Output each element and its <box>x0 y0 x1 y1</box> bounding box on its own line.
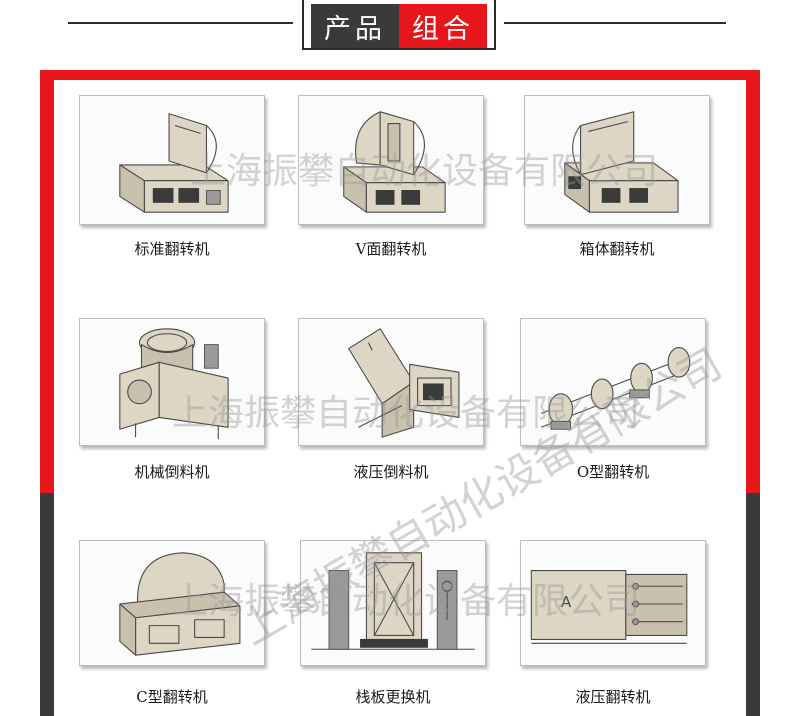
product-v-face-flipper[interactable]: V面翻转机 <box>298 95 484 270</box>
product-label[interactable]: 液压翻转机 <box>575 688 651 706</box>
product-image[interactable]: A <box>520 540 706 666</box>
hydraulic-flipper-drawing <box>530 569 688 644</box>
product-label[interactable]: C型翻转机 <box>136 688 208 706</box>
product-label[interactable]: 栈板更换机 <box>355 688 431 706</box>
product-image[interactable] <box>520 318 706 446</box>
product-standard-flipper[interactable]: 标准翻转机 <box>79 95 265 270</box>
product-pallet-changer[interactable]: 栈板更换机 <box>300 540 486 716</box>
plate-mark: A <box>561 593 572 611</box>
product-o-type-flipper[interactable]: O型翻转机 <box>520 318 706 493</box>
product-label[interactable]: 机械倒料机 <box>134 463 210 481</box>
product-label[interactable]: 标准翻转机 <box>134 240 210 258</box>
product-label[interactable]: 液压倒料机 <box>353 463 429 481</box>
pallet-changer-drawing <box>311 552 475 650</box>
product-c-type-flipper[interactable]: C型翻转机 <box>79 540 265 716</box>
v-face-flipper-drawing <box>343 111 446 213</box>
mechanical-dumper-drawing <box>119 328 229 440</box>
product-image[interactable] <box>300 540 486 666</box>
product-label[interactable]: 箱体翻转机 <box>579 240 655 258</box>
title-line-left <box>68 22 293 24</box>
product-label[interactable]: V面翻转机 <box>355 240 427 258</box>
product-image[interactable] <box>79 540 265 666</box>
title-line-right <box>504 22 726 24</box>
box-flipper-drawing <box>564 111 679 213</box>
product-image[interactable] <box>298 95 484 225</box>
frame-top-border <box>40 70 760 80</box>
section-title-part2: 组合 <box>399 4 487 48</box>
section-title: 产品 组合 <box>311 4 487 48</box>
frame-right-border <box>746 70 760 716</box>
hydraulic-dumper-drawing <box>348 328 460 438</box>
title-frame <box>302 0 496 50</box>
frame-left-border <box>40 70 54 716</box>
section-title-part1: 产品 <box>311 4 399 48</box>
standard-flipper-drawing <box>119 113 229 213</box>
product-image[interactable] <box>524 95 710 225</box>
product-hydraulic-flipper[interactable]: A 液压翻转机 <box>520 540 706 716</box>
product-hydraulic-dumper[interactable]: 液压倒料机 <box>298 318 484 493</box>
product-image[interactable] <box>298 318 484 446</box>
product-box-flipper[interactable]: 箱体翻转机 <box>524 95 710 270</box>
o-type-flipper-drawing <box>540 347 691 430</box>
product-image[interactable] <box>79 318 265 446</box>
c-type-flipper-drawing <box>119 552 241 656</box>
product-image[interactable] <box>79 95 265 225</box>
product-label[interactable]: O型翻转机 <box>576 463 650 481</box>
product-mechanical-dumper[interactable]: 机械倒料机 <box>79 318 265 493</box>
